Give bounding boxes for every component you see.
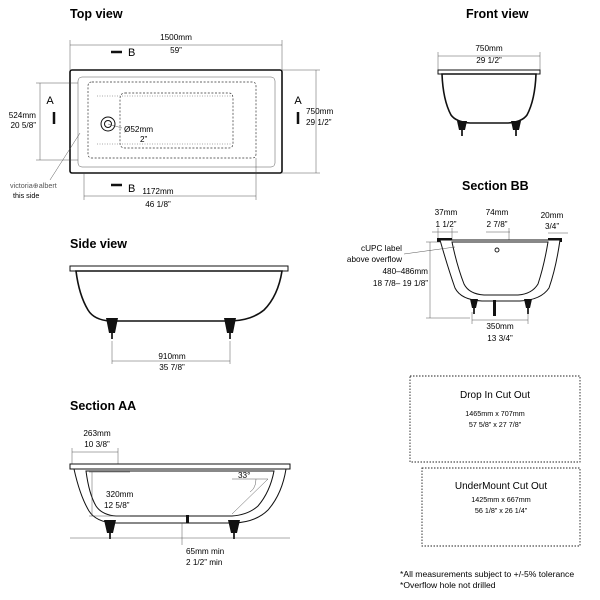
section-b-marker-bottom: B xyxy=(128,183,135,195)
top-view-tub-outline xyxy=(69,69,283,174)
top-length-mm: 1500mm xyxy=(160,33,192,42)
drain-mm: Ø52mm xyxy=(124,125,153,134)
bb-overflow-in: 2 7/8” xyxy=(487,220,508,229)
side-view: Side view 910mm 35 7/8” xyxy=(69,237,289,372)
side-feet-in: 35 7/8” xyxy=(159,363,185,372)
front-foot-right xyxy=(511,121,521,130)
section-b-marker-top: B xyxy=(128,47,135,59)
top-inner-width-mm: 524mm xyxy=(9,111,36,120)
bb-rim-left-mm: 37mm xyxy=(435,208,458,217)
bb-rim-left-in: 1 1/2” xyxy=(436,220,457,229)
top-length-in: 59” xyxy=(170,46,182,55)
section-a-marker-left: A xyxy=(46,95,54,107)
aa-end-in: 10 3/8” xyxy=(84,440,110,449)
section-aa: Section AA 263mm 10 3/8” 320mm 12 5/8” 3… xyxy=(69,399,291,567)
aa-depth-in: 12 5/8” xyxy=(104,501,130,510)
front-view-tub-outline xyxy=(441,73,537,124)
side-foot-left xyxy=(106,318,118,333)
brand-logo: victoria⊕albert xyxy=(10,181,57,190)
front-foot-left xyxy=(457,121,467,130)
overflow-note: *Overflow hole not drilled xyxy=(400,580,496,590)
top-view: Top view 1500mm 59” Ø52mm 2” B B A A xyxy=(9,7,334,209)
aa-clearance-in: 2 1/2” min xyxy=(186,558,223,567)
bb-base-in: 13 3/4” xyxy=(487,334,513,343)
undermount-cutout-box: UnderMount Cut Out 1425mm x 667mm 56 1/8… xyxy=(421,467,581,547)
brand-note: this side xyxy=(13,191,39,200)
drop-in-cutout-box: Drop In Cut Out 1465mm x 707mm 57 5/8” x… xyxy=(409,375,581,463)
top-view-title: Top view xyxy=(70,7,123,21)
top-width-mm: 750mm xyxy=(306,107,333,116)
section-bb: Section BB 37mm 1 1/2” 74mm 2 7/8” 20mm … xyxy=(347,179,568,343)
front-view-title: Front view xyxy=(466,7,529,21)
undermount-in: 56 1/8” x 26 1/4” xyxy=(475,506,528,515)
top-inner-width-in: 20 5/8” xyxy=(11,121,37,130)
drain-icon xyxy=(100,116,116,132)
side-foot-right xyxy=(224,318,236,333)
front-width-mm: 750mm xyxy=(475,44,502,53)
undermount-title: UnderMount Cut Out xyxy=(455,481,547,492)
drop-in-title: Drop In Cut Out xyxy=(460,390,530,401)
front-view: Front view 750mm 29 1/2” xyxy=(437,7,541,136)
bb-height-in: 18 7/8– 19 1/8” xyxy=(373,279,428,288)
aa-angle: 33° xyxy=(238,471,250,480)
aa-depth-mm: 320mm xyxy=(106,490,133,499)
bb-overflow-mm: 74mm xyxy=(486,208,509,217)
tolerance-note: *All measurements subject to +/-5% toler… xyxy=(400,569,574,579)
bb-height-mm: 480–486mm xyxy=(382,267,428,276)
bb-rim-right-mm: 20mm xyxy=(541,211,564,220)
front-width-in: 29 1/2” xyxy=(476,56,502,65)
drop-in-in: 57 5/8” x 27 7/8” xyxy=(469,420,522,429)
section-a-marker-right: A xyxy=(294,95,302,107)
drain-in: 2” xyxy=(140,135,148,144)
bb-cupc-note: above overflow xyxy=(347,255,402,264)
undermount-mm: 1425mm x 667mm xyxy=(471,495,531,504)
top-floor-mm: 1172mm xyxy=(142,187,173,196)
bb-cupc-label: cUPC label xyxy=(361,244,402,253)
section-bb-title: Section BB xyxy=(462,179,529,193)
bb-rim-right-in: 3/4” xyxy=(545,222,559,231)
bb-base-mm: 350mm xyxy=(486,322,513,331)
aa-end-mm: 263mm xyxy=(83,429,110,438)
drop-in-mm: 1465mm x 707mm xyxy=(465,409,525,418)
notes: *All measurements subject to +/-5% toler… xyxy=(400,569,574,590)
top-floor-in: 46 1/8” xyxy=(145,200,171,209)
side-view-tub-outline xyxy=(75,270,283,322)
top-width-in: 29 1/2” xyxy=(306,118,332,127)
aa-clearance-mm: 65mm min xyxy=(186,547,225,556)
side-view-title: Side view xyxy=(70,237,127,251)
section-aa-title: Section AA xyxy=(70,399,136,413)
bb-drain-pipe xyxy=(493,300,496,316)
side-feet-mm: 910mm xyxy=(158,352,185,361)
